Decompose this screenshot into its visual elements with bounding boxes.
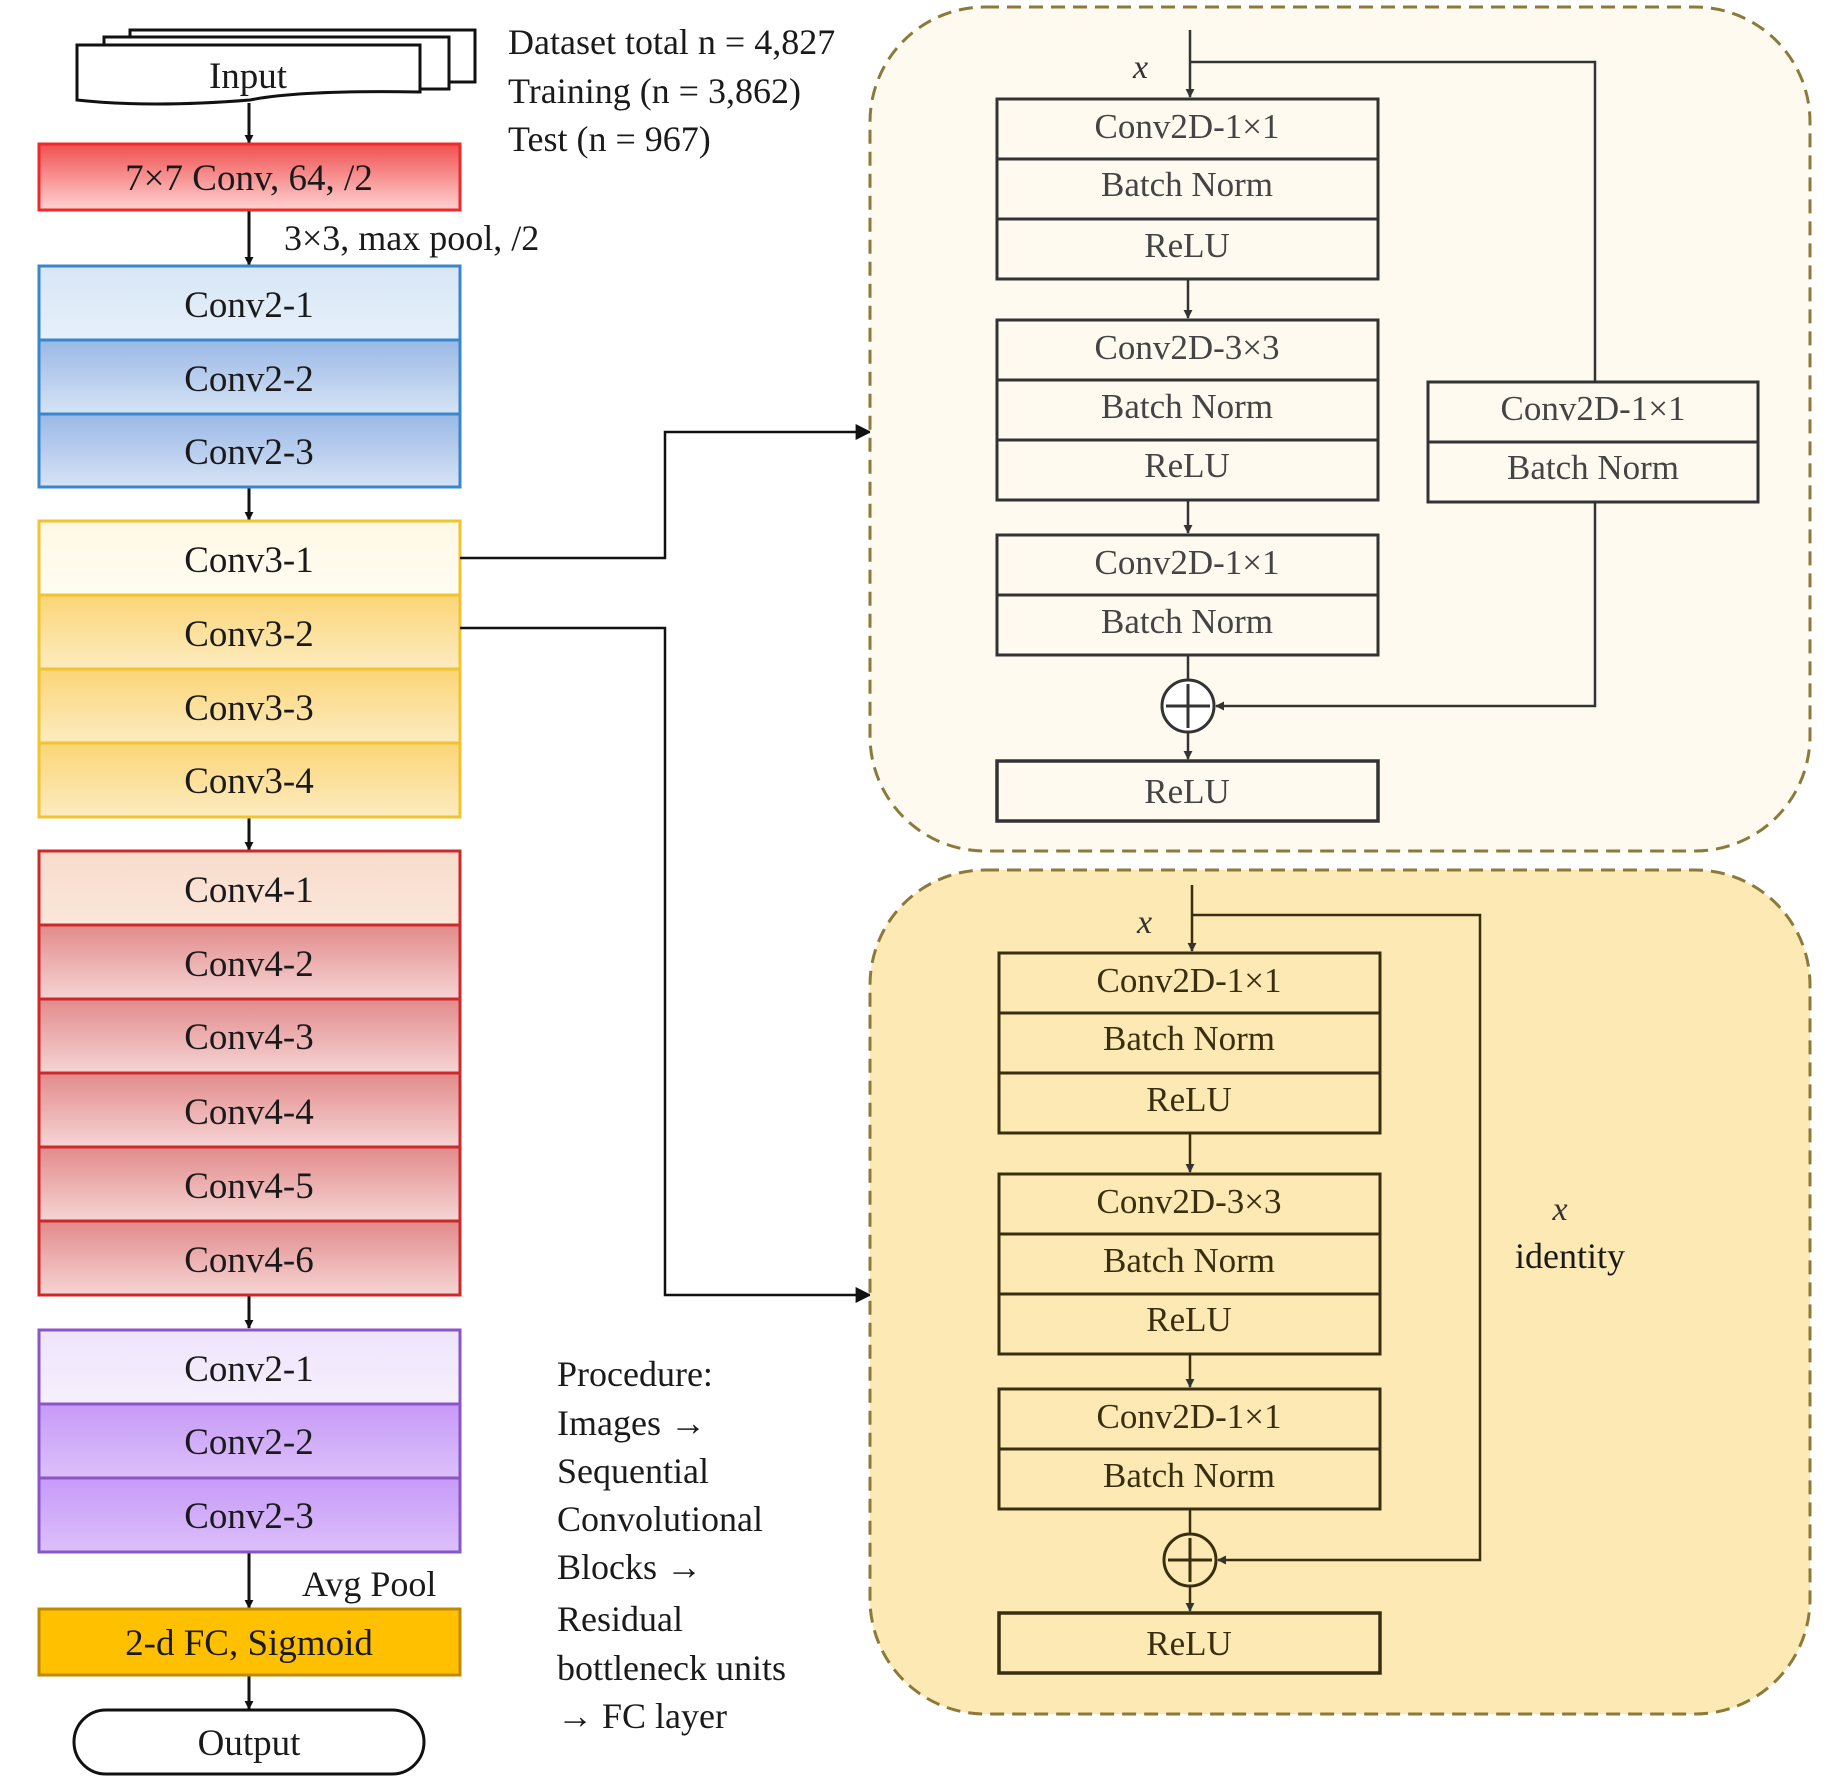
stage2-label-1: Conv2-1 [184,285,314,326]
stage4-layer-5 [37,1145,462,1223]
stage5-label-3: Conv2-3 [184,1496,314,1537]
output-node: Output [72,1708,426,1776]
stage4-layer-2 [37,923,462,1001]
conv-block-input-var: x [1132,49,1148,86]
identity-block-g2-bn: Batch Norm [1103,1241,1275,1280]
fc-label: 2-d FC, Sigmoid [125,1623,373,1664]
identity-block-g3-conv: Conv2D-1×1 [1096,1397,1281,1436]
stage2-layer-1 [37,264,462,342]
block-connectors [460,424,872,1303]
stem-conv-block: 7×7 Conv, 64, /2 [37,142,462,212]
identity-block-add-icon [1162,1532,1218,1588]
test-count-text: Test (n = 967) [508,119,711,159]
stage2-layer-3 [37,412,462,489]
identity-block-g1-conv: Conv2D-1×1 [1096,961,1281,1000]
conv-block-add-icon [1160,678,1216,734]
identity-block-output-label: ReLU [1146,1624,1232,1663]
stage3-label-3: Conv3-3 [184,688,314,729]
stage4-label-4: Conv4-4 [184,1092,314,1133]
procedure-line-3: Sequential [557,1451,709,1491]
identity-block-input-var: x [1136,904,1152,941]
identity-shortcut-label: identity [1515,1236,1625,1276]
identity-shortcut-var: x [1551,1191,1567,1228]
conv-block-g1-bn: Batch Norm [1101,165,1273,204]
conv-block-output-label: ReLU [1144,772,1230,811]
stage5-layer-3 [37,1476,462,1554]
dataset-total-text: Dataset total n = 4,827 [508,22,835,62]
stage3-label-4: Conv3-4 [184,761,314,802]
stage4-label-3: Conv4-3 [184,1017,314,1058]
conv-block-g2-conv: Conv2D-3×3 [1094,328,1279,367]
stage4-layer-1 [37,849,462,927]
stage5-layer-2 [37,1402,462,1480]
procedure-line-8: → FC layer [557,1696,727,1736]
stem-conv-label: 7×7 Conv, 64, /2 [125,158,373,199]
stage4-layer-4 [37,1071,462,1149]
procedure-line-2: Images → [557,1403,706,1443]
stage2-label-2: Conv2-2 [184,359,314,400]
dataset-info: Dataset total n = 4,827 Training (n = 3,… [508,22,835,159]
stage4-label-1: Conv4-1 [184,870,314,911]
output-label: Output [198,1723,302,1764]
stage5-layer-1 [37,1328,462,1406]
stage4-label-2: Conv4-2 [184,944,314,985]
stage4-layer-6 [37,1219,462,1297]
conv-block-g3-conv: Conv2D-1×1 [1094,543,1279,582]
avgpool-label: Avg Pool [302,1564,436,1604]
identity-block-g2-conv: Conv2D-3×3 [1096,1182,1281,1221]
stage3-label-1: Conv3-1 [184,540,314,581]
stage3-group: Conv3-1 Conv3-2 Conv3-3 Conv3-4 [37,519,462,819]
identity-block-g3-bn: Batch Norm [1103,1456,1275,1495]
stage2-group: Conv2-1 Conv2-2 Conv2-3 [37,264,462,489]
fc-block: 2-d FC, Sigmoid [37,1607,462,1677]
input-label: Input [209,56,288,97]
procedure-line-7: bottleneck units [557,1648,786,1688]
stage2-layer-2 [37,338,462,416]
conv-block-g1-conv: Conv2D-1×1 [1094,107,1279,146]
stage4-layer-3 [37,997,462,1075]
stage5-label-2: Conv2-2 [184,1422,314,1463]
conv-block-g2-bn: Batch Norm [1101,387,1273,426]
conv-block-output [995,759,1380,823]
conv-block-g2-relu: ReLU [1144,446,1230,485]
conv-block-g3-bn: Batch Norm [1101,602,1273,641]
stage4-group: Conv4-1 Conv4-2 Conv4-3 Conv4-4 Conv4-5 … [37,849,462,1297]
stage5-group: Conv2-1 Conv2-2 Conv2-3 [37,1328,462,1554]
stage3-layer-4 [37,741,462,819]
input-node: Input [75,28,477,106]
conv-block: x Conv2D-1×1 Batch Norm ReLU Conv2D-3×3 … [868,5,1812,853]
procedure-text: Procedure: Images → Sequential Convoluti… [557,1354,786,1736]
procedure-line-4: Convolutional [557,1499,763,1539]
identity-block-g1-relu: ReLU [1146,1080,1232,1119]
procedure-line-5: Blocks → [557,1547,702,1587]
training-count-text: Training (n = 3,862) [508,71,801,111]
procedure-line-6: Residual [557,1599,683,1639]
stage4-label-6: Conv4-6 [184,1240,314,1281]
conv-block-shortcut-conv: Conv2D-1×1 [1500,389,1685,428]
stage4-label-5: Conv4-5 [184,1166,314,1207]
stage3-label-2: Conv3-2 [184,614,314,655]
procedure-line-1: Procedure: [557,1354,713,1394]
stage2-label-3: Conv2-3 [184,432,314,473]
stage3-layer-2 [37,593,462,671]
stage5-label-1: Conv2-1 [184,1349,314,1390]
identity-block-output [997,1611,1382,1675]
identity-block-group-2 [997,1172,1382,1356]
conv-block-g1-relu: ReLU [1144,226,1230,265]
identity-block-g1-bn: Batch Norm [1103,1019,1275,1058]
identity-block: x Conv2D-1×1 Batch Norm ReLU Conv2D-3×3 … [868,868,1812,1716]
maxpool-label: 3×3, max pool, /2 [284,218,539,258]
conv-block-shortcut-bn: Batch Norm [1507,448,1679,487]
identity-block-group-1 [997,951,1382,1135]
identity-block-g2-relu: ReLU [1146,1300,1232,1339]
